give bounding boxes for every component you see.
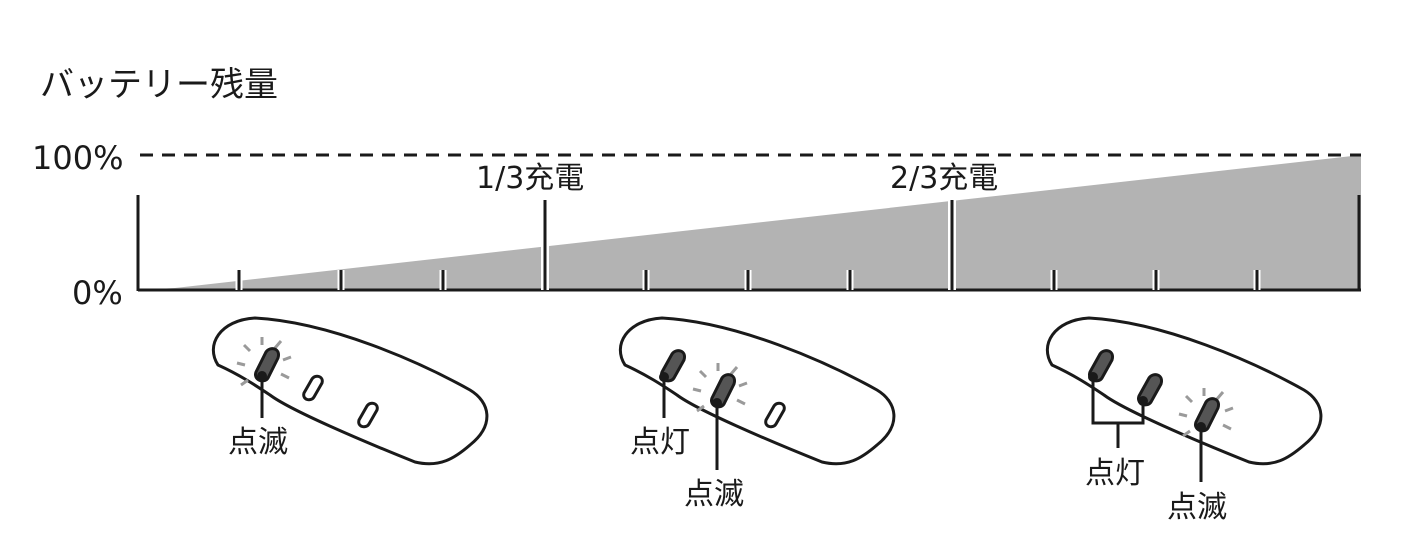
- led-3-off: [357, 401, 379, 429]
- marker-one-third: 1/3充電: [476, 161, 584, 290]
- device-body: [1045, 316, 1323, 466]
- diagram-title: バッテリー残量: [40, 65, 278, 105]
- blink-rays: [692, 363, 748, 413]
- device-body: [211, 316, 489, 466]
- led-3-off: [764, 401, 786, 429]
- y-axis-top-label: 100%: [32, 139, 123, 177]
- blink-label: 点滅: [228, 425, 288, 460]
- on-label: 点灯: [1085, 456, 1145, 491]
- blink-label: 点滅: [684, 477, 744, 512]
- blink-rays: [1178, 388, 1234, 438]
- indicator-stage-2: 点灯 点滅: [618, 316, 896, 512]
- on-label: 点灯: [630, 425, 690, 460]
- led-2-off: [302, 374, 324, 402]
- marker-two-thirds-label: 2/3充電: [890, 161, 998, 196]
- indicator-stage-1: 点滅: [211, 316, 489, 466]
- indicator-stage-3: 点灯 点滅: [1045, 316, 1323, 525]
- y-axis-bottom-label: 0%: [72, 274, 123, 312]
- marker-two-thirds: 2/3充電: [890, 161, 998, 290]
- blink-rays: [236, 337, 292, 387]
- device-body: [618, 316, 896, 466]
- minor-ticks: [235, 270, 1261, 290]
- battery-fill-area: [138, 155, 1361, 290]
- marker-one-third-label: 1/3充電: [476, 161, 584, 196]
- blink-label: 点滅: [1167, 490, 1227, 525]
